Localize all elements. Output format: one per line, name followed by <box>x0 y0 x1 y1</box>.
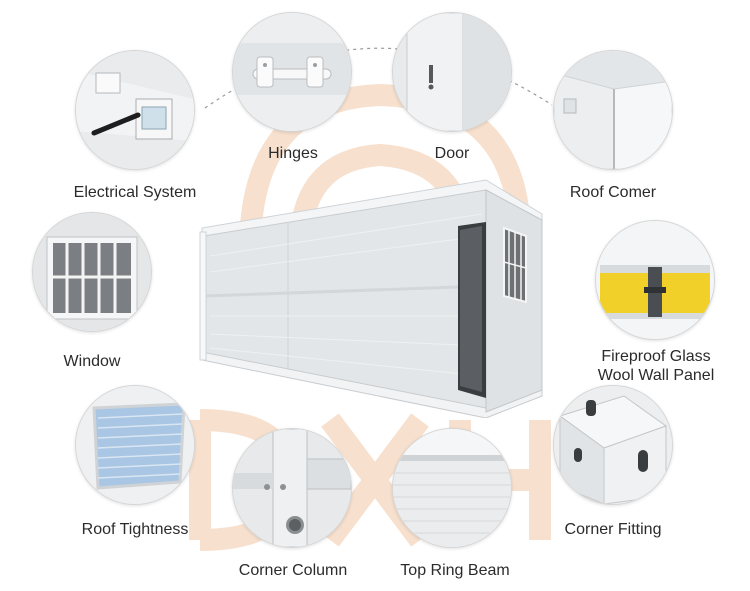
fireproof-wall-panel-label: Fireproof Glass Wool Wall Panel <box>566 347 746 385</box>
roof-tightness-photo <box>75 385 195 505</box>
corner-fitting-label: Corner Fitting <box>564 521 662 538</box>
roof-tightness-label: Roof Tightness <box>81 521 189 538</box>
top-ring-beam-photo <box>392 428 512 548</box>
electrical-system-photo <box>75 50 195 170</box>
corner-column-label: Corner Column <box>238 562 348 579</box>
window-photo <box>32 212 152 332</box>
roof-corner-label: Roof Comer <box>569 184 657 201</box>
roof-corner-photo <box>553 50 673 170</box>
window-label: Window <box>63 353 121 370</box>
top-ring-beam-label: Top Ring Beam <box>400 562 510 579</box>
fireproof-label-line2: Wool Wall Panel <box>597 367 715 384</box>
door-photo <box>392 12 512 132</box>
electrical-system-label: Electrical System <box>73 184 197 201</box>
door-label: Door <box>434 145 470 162</box>
folding-container-house-image <box>199 179 543 418</box>
fireproof-wall-panel-photo <box>595 220 715 340</box>
corner-column-photo <box>232 428 352 548</box>
fireproof-label-line1: Fireproof Glass <box>601 348 711 365</box>
hinges-label: Hinges <box>268 145 318 162</box>
hinges-photo <box>232 12 352 132</box>
corner-fitting-photo <box>553 385 673 505</box>
